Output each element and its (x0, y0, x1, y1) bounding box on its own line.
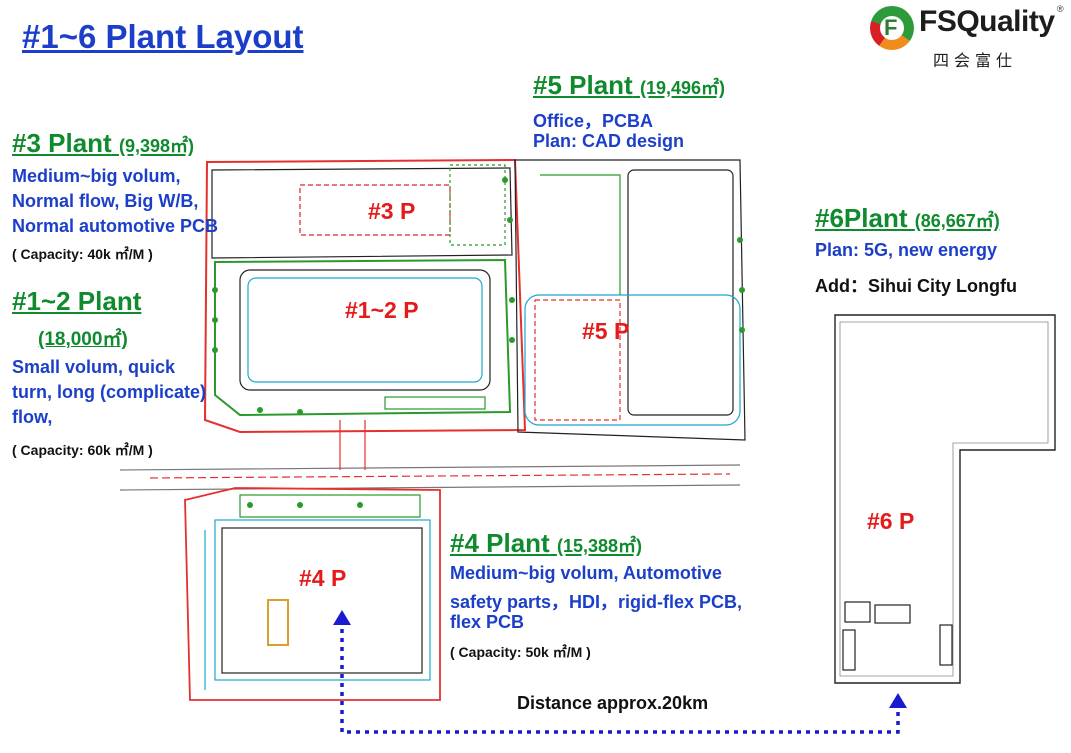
compound-1-3-boundary (203, 158, 527, 434)
compound-5-boundary (514, 159, 746, 441)
plant-4-heading: #4 Plant (15,388㎡) (450, 528, 642, 559)
map-label-plant-5: #5 P (582, 318, 630, 344)
fsquality-logo-icon (870, 6, 914, 50)
plant-4-desc-line: flex PCB (450, 612, 525, 632)
brand-logo: F FSQuality ® 四会富仕 (870, 4, 1070, 70)
plant-5-desc-line: Plan: CAD design (533, 131, 685, 151)
plant-4-inner (221, 527, 423, 674)
plant-6-address: Add：Sihui City Longfu (815, 276, 1017, 296)
map-label-plant-4: #4 P (299, 565, 347, 591)
plant-6-plan: Plan: 5G, new energy (815, 240, 998, 260)
plant-4-area: (15,388㎡) (556, 536, 642, 556)
route-arrow-up (333, 610, 351, 625)
plant-6-room (844, 601, 871, 623)
plant-5-heading: #5 Plant (19,496㎡) (533, 70, 725, 101)
plant-12-desc-line: Small volum, quick (12, 357, 176, 377)
route-arrow-up (889, 693, 907, 708)
plant-5-building-right (627, 169, 734, 416)
logo-chinese-name: 四会富仕 (933, 53, 1018, 70)
map-label-plant-12: #1~2 P (345, 297, 419, 323)
plant-3-desc-line: Normal automotive PCB (12, 216, 219, 236)
distance-label: Distance approx.20km (517, 693, 709, 713)
plant-12-desc-line: flow, (12, 407, 53, 427)
green-area-3 (449, 164, 506, 246)
plant-5-desc-line: Office，PCBA (533, 111, 654, 131)
plant-6-outline (834, 314, 1056, 684)
plant-3-desc-line: Medium~big volum, (12, 166, 181, 186)
compound-4-boundary (184, 487, 441, 701)
plant-6-name: #6Plant (815, 203, 908, 233)
plant-4-desc-line: safety parts，HDI，rigid-flex PCB, (450, 592, 743, 612)
tree-markers (212, 177, 745, 508)
plant-12-name: #1~2 Plant (12, 286, 142, 316)
logo-mark-letter: F (884, 15, 898, 40)
plant-3-hall (299, 184, 451, 236)
plant-4-stair (267, 599, 289, 646)
plant-5-hall (534, 299, 621, 421)
plant-12-desc-line: turn, long (complicate) (12, 382, 207, 402)
plant-4-name: #4 Plant (450, 528, 550, 558)
plant-12-area: (18,000㎡) (38, 329, 128, 350)
road-line (119, 464, 741, 471)
green-strip (384, 396, 486, 410)
plant-3-capacity: ( Capacity: 40k ㎡/M ) (12, 246, 153, 262)
plant-6-heading: #6Plant (86,667㎡) (815, 203, 1000, 234)
plant-12-capacity: ( Capacity: 60k ㎡/M ) (12, 442, 153, 458)
plant-5-hall-outline (524, 294, 741, 426)
plant-12-inner (247, 277, 483, 383)
map-label-plant-3: #3 P (368, 198, 416, 224)
logo-name: FSQuality (919, 5, 1055, 38)
plant-3-building (211, 167, 513, 259)
plant-6-area: (86,667㎡) (914, 211, 1000, 231)
page-title: #1~6 Plant Layout (22, 18, 304, 55)
plant-4-capacity: ( Capacity: 50k ㎡/M ) (450, 644, 591, 660)
route-arrowheads (333, 610, 907, 708)
road-line (119, 484, 741, 491)
road-red (149, 473, 731, 479)
plant-12-building (214, 258, 512, 417)
plant-6-room (939, 624, 953, 666)
plant-3-desc-line: Normal flow, Big W/B, (12, 191, 199, 211)
plant-3-area: (9,398㎡) (118, 136, 194, 156)
plant-6-room (842, 629, 856, 671)
plant-5-road (540, 174, 621, 295)
plant-6-room (874, 604, 911, 624)
plant-5-area: (19,496㎡) (639, 78, 725, 98)
plant-3-name: #3 Plant (12, 128, 112, 158)
plant-4-desc-line: Medium~big volum, Automotive (450, 563, 722, 583)
plant-12-hall (239, 269, 491, 391)
green-area-4 (239, 494, 421, 518)
plant-3-heading: #3 Plant (9,398㎡) (12, 128, 194, 159)
plant-5-name: #5 Plant (533, 70, 633, 100)
map-label-plant-6: #6 P (867, 508, 915, 534)
plant-4-building (214, 519, 431, 681)
registered-mark: ® (1057, 4, 1064, 14)
distance-route (340, 620, 900, 734)
plant-6-inner (839, 321, 1049, 677)
